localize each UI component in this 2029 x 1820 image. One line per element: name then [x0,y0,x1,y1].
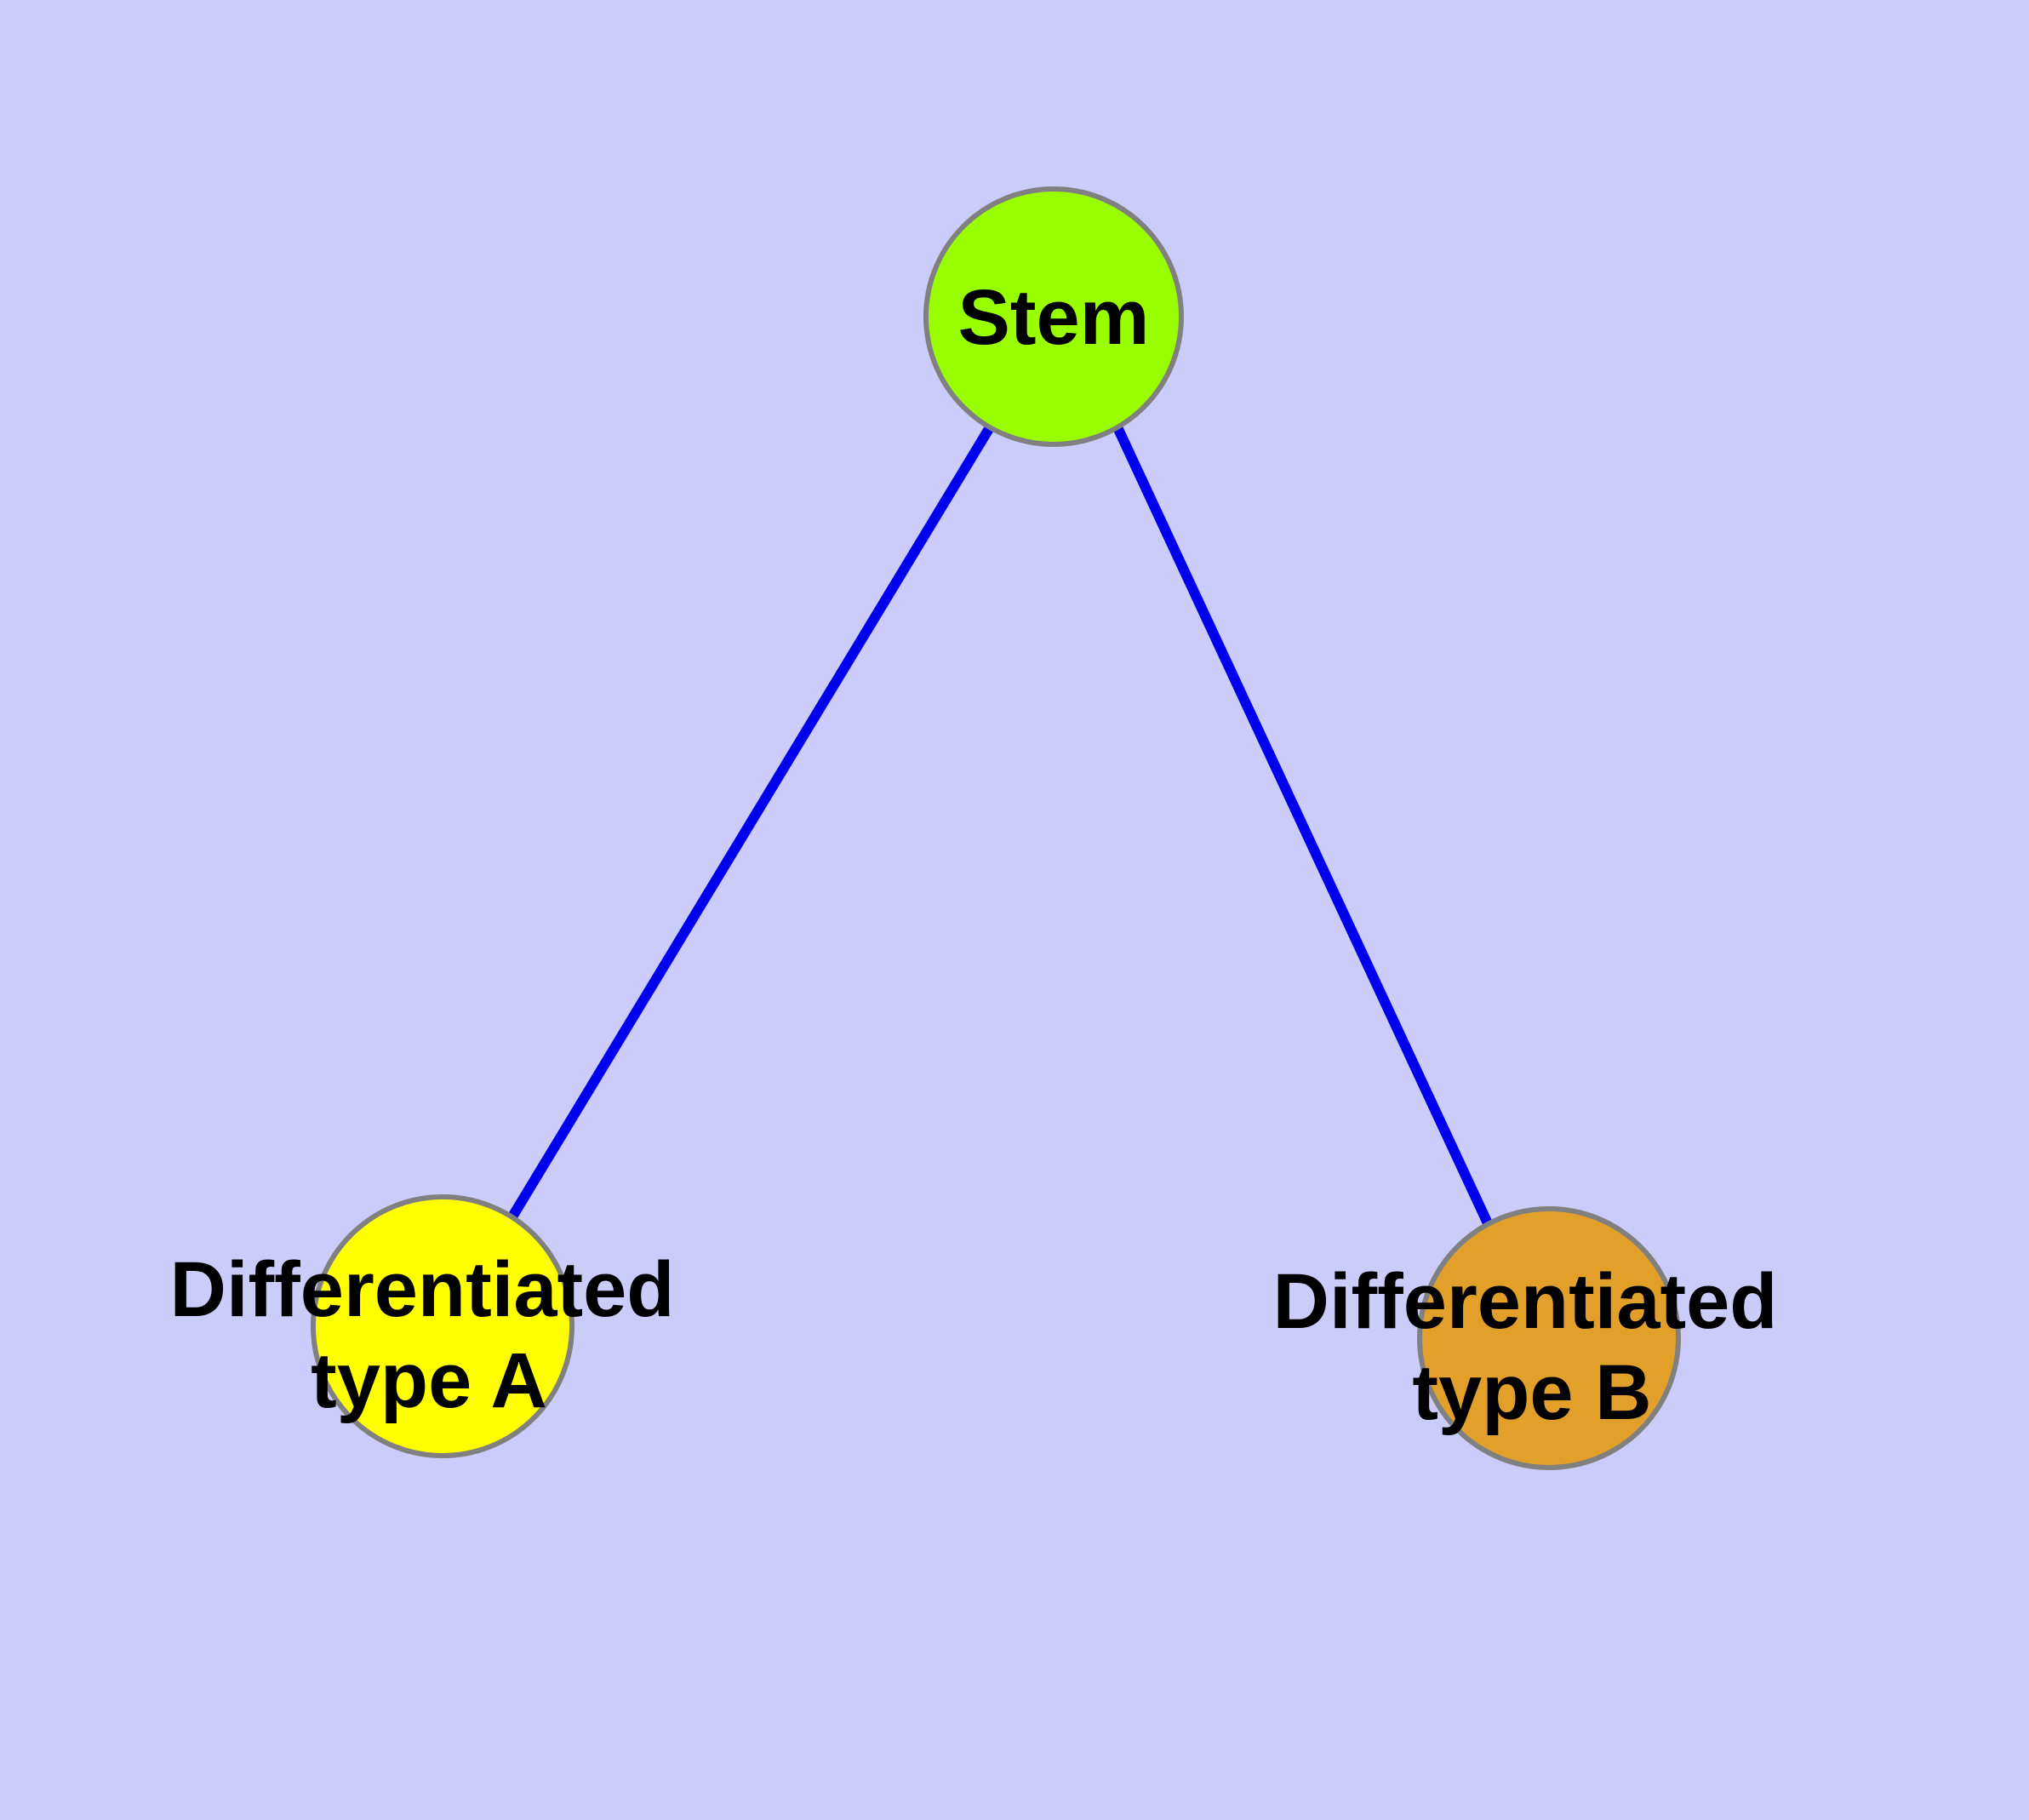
node-diff-b-circle[interactable] [1417,1206,1681,1470]
node-diff-b[interactable]: Differentiated type B [1273,1206,1778,1470]
node-diff-a-label-line-1: Differentiated [170,1246,675,1333]
node-diff-a-circle[interactable] [311,1194,574,1458]
edges-layer [506,424,1493,1226]
nodes-layer: Stem Differentiated type A Differentiate… [170,186,1778,1470]
node-stem-label-line-1: Stem [958,274,1150,361]
node-diff-a-label-line-2: type A [311,1337,547,1424]
node-stem[interactable]: Stem [923,186,1184,447]
edge-stem-to-diff-b[interactable] [1112,425,1493,1226]
node-diff-b-label-line-1: Differentiated [1273,1258,1778,1345]
node-stem-circle[interactable] [923,186,1184,447]
node-diff-b-label-line-2: type B [1412,1349,1651,1436]
edge-stem-to-diff-a[interactable] [506,424,995,1222]
node-diff-a[interactable]: Differentiated type A [170,1194,675,1458]
